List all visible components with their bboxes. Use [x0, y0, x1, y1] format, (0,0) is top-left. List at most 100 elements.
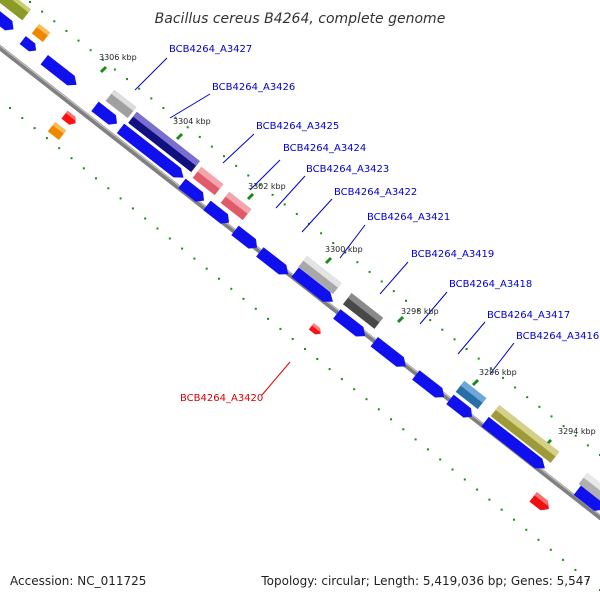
tick-dot	[316, 358, 319, 360]
gene-label[interactable]: BCB4264_A3416	[516, 331, 599, 342]
gene-label[interactable]: BCB4264_A3417	[487, 310, 570, 321]
tick-dot	[259, 184, 262, 187]
tick-dot	[353, 388, 356, 391]
tick-dot	[119, 197, 122, 200]
tick-dot	[174, 116, 177, 119]
tick-dot	[291, 338, 294, 340]
tick-dot	[283, 203, 286, 206]
gene-label[interactable]: BCB4264_A3422	[334, 187, 417, 198]
kbp-label: 3300 kbp	[325, 245, 363, 254]
kbp-label: 3306 kbp	[99, 53, 137, 62]
tick-dot	[29, 1, 31, 3]
tick-dot	[332, 242, 335, 244]
gene-arrow	[291, 267, 333, 302]
tick-dot	[131, 207, 134, 210]
gene-arrow	[203, 200, 230, 224]
tick-dot	[33, 127, 36, 130]
kbp-label: 3298 kbp	[401, 307, 439, 316]
tick-dot	[126, 78, 128, 81]
tick-dot	[451, 468, 454, 471]
tick-dot	[488, 498, 491, 501]
tick-dot	[405, 299, 407, 302]
feature-purple	[128, 111, 200, 173]
tick-dot	[463, 478, 466, 481]
tick-dot	[502, 376, 504, 379]
tick-dot	[414, 438, 417, 441]
kbp-label: 3304 kbp	[173, 117, 211, 126]
tick-dot	[138, 87, 141, 90]
major-tick	[396, 315, 405, 324]
tick-dot	[574, 434, 577, 437]
tick-dot	[150, 97, 153, 100]
tick-dot	[210, 145, 213, 148]
tick-dot	[390, 418, 392, 421]
tick-dot	[168, 237, 171, 240]
tick-dot	[21, 117, 24, 119]
tick-tracks	[9, 1, 600, 591]
kbp-label: 3302 kbp	[248, 182, 286, 191]
gene-label[interactable]: BCB4264_A3426	[212, 82, 295, 93]
gene-arrow	[40, 54, 77, 86]
tick-dot	[476, 488, 479, 491]
tick-dot	[89, 49, 92, 52]
tick-dot	[156, 227, 159, 230]
tick-dot	[295, 213, 298, 215]
major-tick	[175, 132, 184, 141]
major-tick	[99, 65, 108, 74]
tick-dot	[344, 251, 347, 254]
gene-label[interactable]: BCB4264_A3423	[306, 164, 389, 175]
feature-lightgray	[298, 255, 342, 295]
gene-label[interactable]: BCB4264_A3418	[449, 279, 532, 290]
tick-dot	[328, 368, 331, 371]
gene-arrow	[231, 225, 258, 249]
gene-arrow	[91, 101, 118, 125]
feature-steelblue	[455, 380, 487, 410]
tick-dot	[441, 328, 444, 331]
tick-dot	[574, 568, 577, 571]
feature-gray	[105, 89, 137, 119]
tick-dot	[526, 396, 529, 399]
tick-dot	[453, 338, 456, 341]
accession-text: Accession: NC_011725	[10, 574, 147, 588]
label-leaders	[134, 57, 515, 396]
tick-dot	[82, 167, 85, 170]
gene-arrow	[178, 178, 205, 202]
tick-dot	[77, 39, 80, 42]
feature-red-large	[529, 492, 549, 511]
tick-dot	[144, 217, 147, 220]
tick-dot	[181, 247, 184, 250]
gene-label[interactable]: BCB4264_A3419	[411, 249, 494, 260]
tick-dot	[417, 309, 420, 312]
major-tick	[246, 192, 255, 201]
tick-dot	[402, 428, 405, 431]
tick-dot	[514, 386, 517, 389]
gene-label[interactable]: BCB4264_A3424	[283, 143, 366, 154]
feature-pink	[192, 166, 224, 196]
tick-dot	[254, 307, 257, 310]
outer-tick-track	[29, 1, 600, 456]
feature-red-rna	[308, 323, 321, 335]
feature-blue-partial	[0, 9, 14, 31]
feature-olive	[490, 405, 560, 463]
tick-dot	[586, 444, 589, 447]
tick-dot	[538, 405, 541, 408]
tick-dot	[242, 297, 245, 300]
tick-dot	[95, 177, 97, 180]
gene-label[interactable]: BCB4264_A3421	[367, 212, 450, 223]
gene-label[interactable]: BCB4264_A3427	[169, 44, 252, 55]
gene-arrow	[573, 485, 600, 511]
feature-olive-partial	[0, 0, 31, 21]
tick-dot	[247, 174, 250, 177]
feature-lightgray-edge	[578, 472, 600, 502]
feature-pink	[220, 191, 252, 221]
gene-label[interactable]: BCB4264_A3420	[180, 393, 263, 404]
tick-dot	[562, 425, 565, 428]
tick-dot	[365, 398, 368, 401]
tick-dot	[113, 68, 116, 71]
forward-genes	[40, 54, 600, 511]
feature-darkgray	[342, 293, 384, 329]
gene-label[interactable]: BCB4264_A3425	[256, 121, 339, 132]
tick-dot	[525, 528, 528, 531]
tick-dot	[368, 270, 371, 273]
